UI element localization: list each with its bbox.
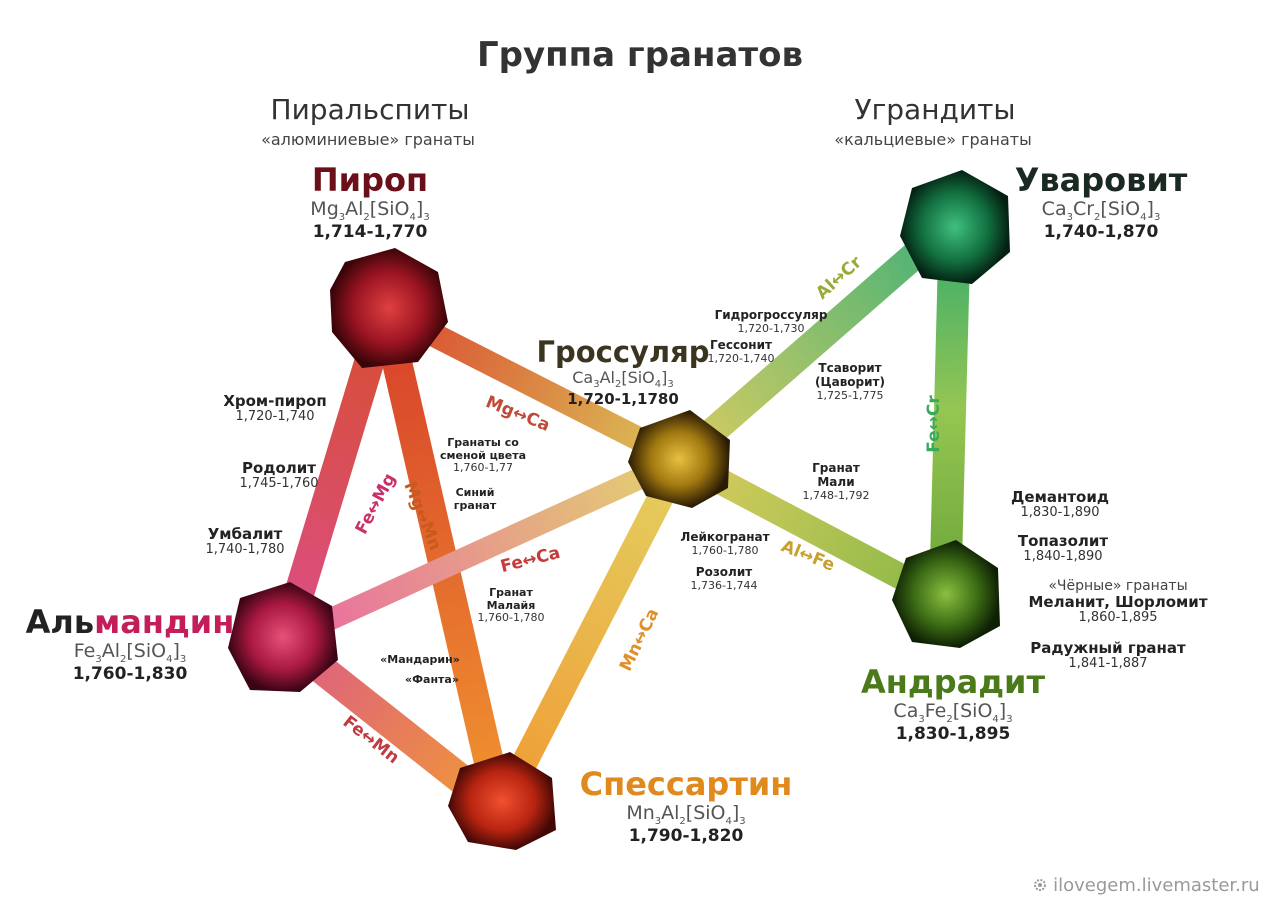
variety-leucogarnet: Лейкогранат 1,760-1,780 (680, 530, 770, 557)
mineral-pyrope-formula: Mg3Al2[SiO4]3 (310, 197, 430, 223)
variety-tsavorite: Тсаворит (Цаворит) 1,725-1,775 (815, 361, 885, 402)
crystal-andradite (892, 540, 1000, 648)
mineral-spessartine-name: Спессартин (579, 765, 793, 803)
mineral-uvarovite-ri: 1,740-1,870 (1043, 222, 1159, 243)
watermark: ilovegem.livemaster.ru (1032, 875, 1260, 897)
mineral-andradite: Андрадит Ca3Fe2[SiO4]3 1,830-1,895 (861, 664, 1045, 745)
variety-black-garnets: «Чёрные» гранаты Меланит, Шорломит 1,860… (1028, 578, 1208, 626)
variety-umbalite: Умбалит 1,740-1,780 (205, 525, 285, 558)
mineral-grossular: Гроссуляр Ca3Al2[SiO4]3 1,720-1,1780 (536, 335, 710, 409)
mineral-pyrope-name: Пироп (311, 161, 429, 199)
variety-mali: Гранат Мали 1,748-1,792 (802, 461, 870, 502)
mineral-grossular-formula: Ca3Al2[SiO4]3 (572, 368, 674, 391)
group-pyralspites-subtitle: «алюминиевые» гранаты (261, 130, 475, 149)
crystal-pyrope (330, 248, 448, 368)
group-ugrandites-name: Уграндиты (854, 93, 1016, 126)
edge-almandine-grossular (274, 449, 691, 651)
mineral-spessartine: Спессартин Mn3Al2[SiO4]3 1,790-1,820 (580, 766, 793, 847)
mineral-uvarovite-formula: Ca3Cr2[SiO4]3 (1041, 197, 1161, 223)
mineral-almandine: Альмандин Fe3Al2[SiO4]3 1,760-1,830 (26, 604, 235, 685)
variety-hydrogrossular: Гидрогроссуляр 1,720-1,730 (714, 308, 828, 335)
crystal-grossular (628, 410, 730, 508)
mineral-almandine-name: Альмандин (25, 603, 235, 641)
edge-uvarovite-andradite (929, 204, 971, 616)
edge-spessartine-grossular (487, 447, 693, 823)
edge-grossular-uvarovite (666, 206, 969, 474)
variety-topazolite: Топазолит 1,840-1,890 (1017, 532, 1109, 565)
mineral-andradite-formula: Ca3Fe2[SiO4]3 (893, 699, 1013, 725)
mineral-grossular-ri: 1,720-1,1780 (567, 390, 679, 409)
variety-color-change: Гранаты со сменой цвета 1,760-1,77 (439, 436, 527, 475)
mineral-spessartine-formula: Mn3Al2[SiO4]3 (626, 801, 746, 827)
variety-rosolite: Розолит 1,736-1,744 (690, 565, 758, 592)
group-ugrandites-subtitle: «кальциевые» гранаты (834, 130, 1032, 149)
variety-blue-garnet: Синий гранат (453, 486, 497, 512)
gear-icon (1032, 877, 1048, 893)
variety-rhodolite: Родолит 1,745-1,760 (239, 459, 319, 492)
mineral-grossular-name: Гроссуляр (536, 335, 710, 369)
mineral-almandine-formula: Fe3Al2[SiO4]3 (73, 639, 187, 665)
page-title: Группа гранатов (477, 35, 803, 75)
variety-demantoid: Демантоид 1,830-1,890 (1011, 488, 1109, 521)
crystal-almandine (228, 582, 338, 692)
mineral-pyrope: Пироп Mg3Al2[SiO4]3 1,714-1,770 (310, 162, 429, 243)
group-pyralspites-name: Пиральспиты (270, 93, 470, 126)
mineral-almandine-ri: 1,760-1,830 (72, 664, 188, 685)
exchange-fe-cr: Fe↔Cr (923, 395, 944, 453)
mineral-spessartine-ri: 1,790-1,820 (628, 826, 744, 847)
crystal-spessartine (448, 752, 556, 850)
mineral-uvarovite-name: Уваровит (1014, 161, 1188, 199)
variety-mandarin: «Мандарин» (380, 653, 460, 666)
variety-chrome-pyrope: Хром-пироп 1,720-1,740 (223, 392, 327, 425)
variety-fanta: «Фанта» (405, 673, 459, 686)
mineral-andradite-name: Андрадит (860, 663, 1046, 701)
mineral-andradite-ri: 1,830-1,895 (895, 724, 1011, 745)
mineral-uvarovite: Уваровит Ca3Cr2[SiO4]3 1,740-1,870 (1015, 162, 1188, 243)
watermark-text: ilovegem.livemaster.ru (1053, 875, 1260, 896)
variety-rainbow-garnet: Радужный гранат 1,841-1,887 (1030, 639, 1186, 672)
mineral-pyrope-ri: 1,714-1,770 (312, 222, 428, 243)
variety-malaya: Гранат Малайя 1,760-1,780 (477, 586, 545, 625)
crystal-uvarovite (900, 170, 1010, 284)
variety-hessonite: Гессонит 1,720-1,740 (707, 338, 775, 365)
